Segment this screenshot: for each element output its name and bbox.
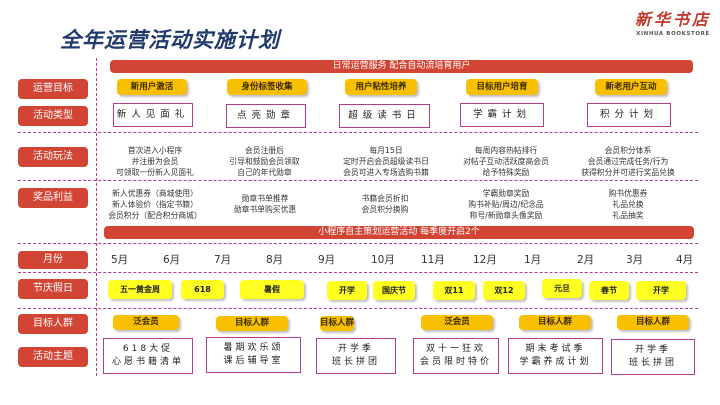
activity-type-box: 新人见面礼 bbox=[113, 103, 193, 127]
row-label-theme: 活动主题 bbox=[18, 347, 88, 367]
campaign-theme-box: 开学季班长拼团 bbox=[611, 339, 695, 375]
campaign-theme-box: 暑期欢乐颂课后辅导室 bbox=[206, 337, 301, 373]
activity-type-box: 点亮勋章 bbox=[226, 104, 306, 128]
month-label: 9月 bbox=[318, 254, 336, 266]
logo-english: XINHUA BOOKSTORE bbox=[636, 31, 710, 37]
row-label-goal: 运营目标 bbox=[18, 79, 88, 99]
festival-badge: 618 bbox=[181, 280, 224, 299]
campaign-theme-box: 618大促心愿书籍清单 bbox=[103, 338, 193, 374]
row-label-audience: 目标人群 bbox=[18, 314, 88, 334]
reward-description: 新人优惠券（商城使用）新人体验价（指定书籍）会员积分（配合积分商城） bbox=[108, 189, 202, 220]
row-label-festival: 节庆假日 bbox=[18, 279, 88, 299]
row-divider bbox=[18, 243, 698, 244]
row-label-type: 活动类型 bbox=[18, 106, 88, 126]
festival-badge: 元旦 bbox=[542, 279, 582, 298]
month-label: 2月 bbox=[577, 254, 595, 266]
audience-badge: 目标人群 bbox=[519, 315, 591, 330]
goal-badge: 用户粘性培养 bbox=[345, 79, 417, 95]
row-label-play: 活动玩法 bbox=[18, 147, 88, 167]
play-description: 每周内容热帖排行对帖子互动活跃度高会员给予特殊奖励 bbox=[463, 146, 549, 177]
month-label: 6月 bbox=[163, 254, 181, 266]
play-description: 每月15日定时开启会员超级读书日会员可进入专场选购书籍 bbox=[343, 146, 429, 177]
festival-badge: 春节 bbox=[589, 281, 629, 300]
audience-badge: 泛会员 bbox=[113, 315, 179, 330]
campaign-theme-box: 双十一狂欢会员限时特价 bbox=[413, 338, 499, 374]
month-label: 11月 bbox=[421, 254, 445, 266]
month-label: 7月 bbox=[214, 254, 232, 266]
reward-description: 购书优惠券礼品兑换礼品抽奖 bbox=[608, 189, 648, 220]
vertical-divider bbox=[96, 58, 97, 376]
reward-description: 学霸勋章奖励购书补贴/周边/纪念品称号/新勋章头像奖励 bbox=[468, 189, 544, 220]
mini-program-band: 小程序自主策划运营活动 每季度开启2个 bbox=[104, 226, 694, 239]
row-label-month: 月份 bbox=[18, 251, 88, 269]
audience-badge: 目标人群 bbox=[216, 316, 288, 331]
month-label: 5月 bbox=[111, 254, 129, 266]
audience-badge: 目标人群 bbox=[617, 315, 689, 330]
festival-badge: 开学 bbox=[636, 281, 686, 300]
play-description: 会员注册后引导和鼓励会员领取自己的年代勋章 bbox=[229, 146, 300, 177]
campaign-theme-box: 开学季班长拼团 bbox=[316, 338, 396, 374]
festival-badge: 开学 bbox=[327, 281, 367, 300]
play-description: 首次进入小程序并注册为会员可领取一份新人见面礼 bbox=[116, 146, 194, 177]
festival-badge: 双11 bbox=[433, 281, 475, 300]
goal-badge: 新老用户互动 bbox=[595, 79, 667, 95]
festival-badge: 暑假 bbox=[240, 280, 304, 299]
activity-type-box: 超级读书日 bbox=[339, 104, 430, 128]
activity-type-box: 积分计划 bbox=[587, 103, 671, 127]
xinhua-logo: 新华书店 XINHUA BOOKSTORE bbox=[630, 6, 716, 37]
campaign-theme-box: 期末考试季学霸养成计划 bbox=[508, 338, 603, 374]
page-title: 全年运营活动实施计划 bbox=[60, 28, 280, 52]
reward-description: 勋章书单推荐勋章书单购买优惠 bbox=[233, 194, 297, 214]
audience-badge: 泛会员 bbox=[421, 315, 493, 330]
month-label: 3月 bbox=[626, 254, 644, 266]
daily-operations-band: 日常运营服务 配合自动流培育用户 bbox=[110, 60, 693, 73]
row-divider bbox=[18, 272, 698, 273]
month-label: 12月 bbox=[473, 254, 497, 266]
row-divider bbox=[18, 132, 698, 133]
logo-chinese: 新华书店 bbox=[634, 10, 711, 29]
audience-badge: 目标人群 bbox=[320, 316, 355, 331]
activity-type-box: 学霸计划 bbox=[460, 103, 544, 127]
month-label: 8月 bbox=[266, 254, 284, 266]
festival-badge: 国庆节 bbox=[373, 281, 415, 300]
row-label-reward: 奖品利益 bbox=[18, 188, 88, 208]
goal-badge: 身份标签收集 bbox=[227, 79, 307, 95]
month-label: 1月 bbox=[524, 254, 542, 266]
festival-badge: 五一黄金周 bbox=[108, 280, 172, 299]
row-divider bbox=[18, 308, 698, 309]
goal-badge: 新用户激活 bbox=[117, 79, 187, 95]
play-description: 会员积分体系会员通过完成任务/行为获得积分并可进行奖品兑换 bbox=[581, 146, 675, 177]
row-divider bbox=[18, 180, 698, 181]
month-label: 4月 bbox=[676, 254, 694, 266]
goal-badge: 目标用户培育 bbox=[466, 79, 538, 95]
reward-description: 书籍会员折扣会员积分换购 bbox=[361, 194, 409, 214]
festival-badge: 双12 bbox=[483, 281, 525, 300]
month-label: 10月 bbox=[371, 254, 395, 266]
